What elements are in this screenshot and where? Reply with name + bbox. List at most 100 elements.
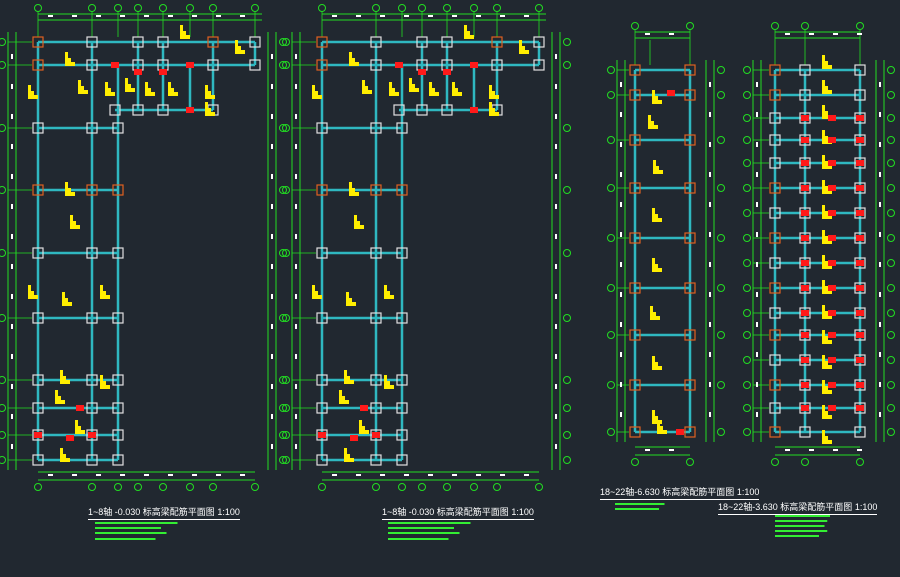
highlight-mark (828, 285, 836, 291)
column (207, 36, 219, 48)
dimension-text (620, 82, 622, 87)
axis-bubble (88, 483, 96, 491)
axis-bubble (631, 458, 639, 466)
column (769, 64, 781, 76)
dimension-text (295, 414, 297, 419)
column (629, 379, 641, 391)
column (684, 134, 696, 146)
column (316, 429, 328, 441)
axis-bubble (607, 184, 615, 192)
dimension-text (879, 352, 881, 357)
column (112, 454, 124, 466)
dimension-text (555, 174, 557, 179)
dimension-text (555, 414, 557, 419)
dimension-text (356, 15, 361, 17)
dimension-text (555, 204, 557, 209)
column (396, 374, 408, 386)
column (684, 64, 696, 76)
reinforcement-tag (822, 55, 832, 69)
dimension-text (271, 324, 273, 329)
axis-bubble (159, 483, 167, 491)
highlight-mark (76, 405, 84, 411)
axis-bubble (398, 483, 406, 491)
dimension-text (271, 384, 273, 389)
general-note-line (775, 535, 819, 537)
column (799, 207, 811, 219)
column (854, 307, 866, 319)
highlight-mark (856, 115, 864, 121)
axis-bubble (563, 431, 571, 439)
column (86, 247, 98, 259)
column (854, 282, 866, 294)
axis-bubble (88, 4, 96, 12)
dimension-text (833, 33, 838, 35)
highlight-mark (828, 382, 836, 388)
axis-bubble (563, 61, 571, 69)
highlight-mark (801, 160, 809, 166)
reinforcement-tag (519, 40, 529, 54)
axis-bubble (887, 91, 895, 99)
general-note-line (95, 538, 156, 540)
highlight-mark (856, 382, 864, 388)
column (441, 104, 453, 116)
dimension-text (620, 412, 622, 417)
column (629, 64, 641, 76)
reinforcement-tag (464, 25, 474, 39)
general-note-line (388, 527, 454, 529)
plan-title-text: 1~8轴 -0.030 标高梁配筋平面图 (88, 507, 215, 517)
highlight-mark (828, 332, 836, 338)
general-note-line (388, 532, 460, 534)
highlight-mark (350, 435, 358, 441)
dimension-text (295, 234, 297, 239)
column (441, 36, 453, 48)
highlight-mark (828, 260, 836, 266)
axis-bubble (279, 431, 287, 439)
axis-bubble (801, 22, 809, 30)
dimension-text (216, 15, 221, 17)
dimension-text (120, 474, 125, 476)
dimension-text (785, 33, 790, 35)
highlight-mark (159, 69, 167, 75)
column (799, 282, 811, 294)
dimension-text (620, 142, 622, 147)
reinforcement-tag (389, 82, 399, 96)
axis-bubble (887, 356, 895, 364)
dimension-text (271, 294, 273, 299)
column (370, 429, 382, 441)
dimension-text (756, 142, 758, 147)
dimension-text (709, 142, 711, 147)
column (316, 59, 328, 71)
column (370, 36, 382, 48)
axis-bubble (801, 458, 809, 466)
dimension-text (620, 202, 622, 207)
axis-bubble (279, 124, 287, 132)
column (854, 64, 866, 76)
dimension-text (555, 84, 557, 89)
reinforcement-tag (125, 78, 135, 92)
dimension-text (620, 232, 622, 237)
column (854, 329, 866, 341)
axis-bubble (282, 61, 290, 69)
reinforcement-tag (822, 355, 832, 369)
column (32, 454, 44, 466)
axis-bubble (887, 66, 895, 74)
dimension-text (620, 172, 622, 177)
column (32, 59, 44, 71)
column (32, 184, 44, 196)
column (629, 329, 641, 341)
dimension-text (332, 474, 337, 476)
dimension-text (476, 474, 481, 476)
axis-bubble (279, 38, 287, 46)
axis-bubble (134, 4, 142, 12)
dimension-text (295, 384, 297, 389)
dimension-text (295, 204, 297, 209)
column (854, 354, 866, 366)
dimension-text (879, 142, 881, 147)
axis-bubble (282, 249, 290, 257)
dimension-text (756, 262, 758, 267)
column (316, 122, 328, 134)
plan-scale: 1:100 (511, 507, 534, 517)
column (854, 157, 866, 169)
